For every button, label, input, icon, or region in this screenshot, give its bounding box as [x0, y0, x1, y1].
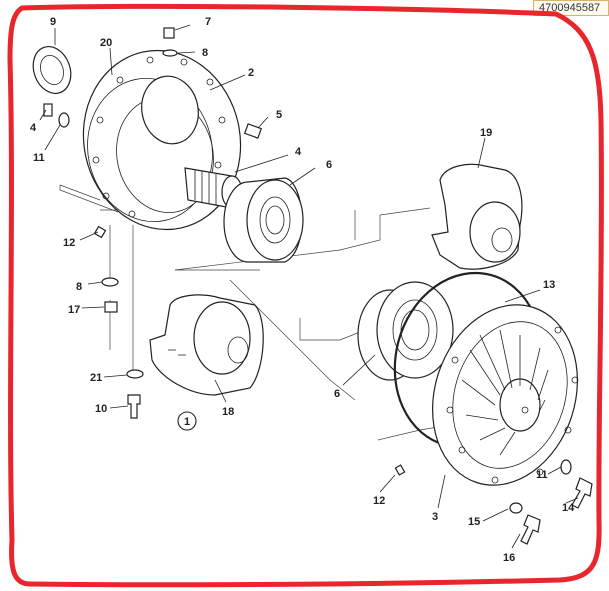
- part-hub-block: [431, 163, 523, 270]
- part-bearing-lower: [357, 281, 454, 381]
- part-cover-plate: [432, 304, 579, 486]
- part-bearing-upper: [223, 177, 304, 263]
- figure-number: 1: [184, 416, 190, 428]
- callout-7: 7: [205, 16, 211, 28]
- callout-19: 19: [480, 127, 492, 139]
- callout-20: 20: [100, 37, 112, 49]
- callout-2: 2: [248, 67, 254, 79]
- part-fasteners: [43, 27, 593, 545]
- figure-number-badge: 1: [177, 411, 197, 431]
- callout-9: 9: [50, 16, 56, 28]
- callout-18: 18: [222, 406, 234, 418]
- callout-6-lower: 6: [334, 388, 340, 400]
- part-seal-ring: [32, 46, 72, 94]
- callout-4-left: 4: [30, 122, 37, 134]
- callout-21: 21: [90, 372, 102, 384]
- callout-16: 16: [503, 552, 515, 564]
- callout-15: 15: [468, 516, 480, 528]
- callout-11-left: 11: [33, 152, 45, 164]
- red-highlight-frame: [7, 3, 604, 588]
- callout-leaders: [39, 24, 579, 549]
- callout-12-right: 12: [373, 495, 385, 507]
- callout-6-upper: 6: [326, 159, 332, 171]
- callout-17: 17: [68, 304, 80, 316]
- callout-8-top: 8: [202, 47, 208, 59]
- callout-3: 3: [432, 511, 438, 523]
- callout-13: 13: [543, 279, 555, 291]
- part-lower-hub: [149, 294, 264, 396]
- callout-11-right: 11: [536, 469, 548, 481]
- assembly-center-lines: [59, 184, 481, 441]
- callout-10: 10: [95, 403, 107, 415]
- callout-8-left: 8: [76, 281, 82, 293]
- callout-4-shaft: 4: [295, 146, 302, 158]
- callout-14: 14: [562, 502, 575, 514]
- callout-5: 5: [276, 109, 282, 121]
- callout-12-left: 12: [63, 237, 75, 249]
